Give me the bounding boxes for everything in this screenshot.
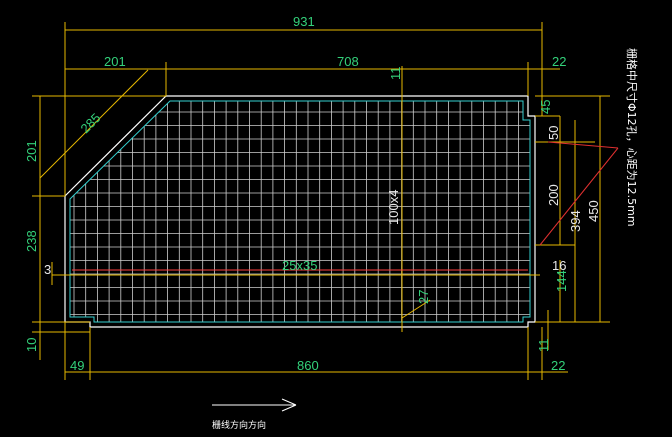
panel-inner-outline bbox=[69, 100, 531, 323]
dim-right-bottom: 144 bbox=[554, 270, 569, 292]
dim-right-total-height: 450 bbox=[586, 200, 601, 222]
right-dimension-lines bbox=[535, 95, 610, 350]
dim-right-inner-height: 394 bbox=[568, 210, 583, 232]
panel-outline bbox=[64, 95, 536, 328]
dim-top-left: 201 bbox=[104, 54, 126, 69]
hole-note-leaders bbox=[539, 141, 619, 246]
dim-chamfer: 285 bbox=[78, 110, 104, 136]
dim-right-lower: 16 bbox=[552, 258, 566, 273]
left-dimension-lines bbox=[32, 69, 166, 360]
dim-right-hole-upper: 50 bbox=[546, 126, 561, 140]
direction-arrow bbox=[212, 398, 297, 412]
dim-bottom-middle: 860 bbox=[297, 358, 319, 373]
vertical-pitch-label: 100x4 bbox=[386, 190, 401, 225]
dim-left-bottom: 10 bbox=[24, 338, 39, 352]
dim-left-upper: 201 bbox=[24, 140, 39, 162]
dim-overall-width: 931 bbox=[293, 14, 315, 29]
bottom-dimension-lines bbox=[64, 322, 568, 380]
dim-left-lower: 238 bbox=[24, 230, 39, 252]
dim-right-top: 45 bbox=[538, 100, 553, 114]
dim-bottom-left: 49 bbox=[70, 358, 84, 373]
dim-top-edge-gap: 11 bbox=[388, 67, 403, 81]
dim-top-middle: 708 bbox=[337, 54, 359, 69]
dim-bottom-corner: 27 bbox=[416, 290, 431, 304]
dim-bottom-right: 22 bbox=[551, 358, 565, 373]
bottom-note: 栅线方向方向 bbox=[212, 419, 266, 431]
corner-leader bbox=[401, 299, 431, 319]
top-dimension-lines bbox=[64, 22, 560, 196]
mesh-size-label: 25x35 bbox=[282, 258, 317, 273]
dim-bottom-right-gap: 11 bbox=[536, 339, 551, 353]
dim-left-inner: 3 bbox=[44, 262, 51, 277]
dim-right-hole-span: 200 bbox=[546, 184, 561, 206]
side-note: 栅格中尺寸Φ12孔，心距为12.5mm bbox=[625, 48, 639, 227]
dim-top-right: 22 bbox=[552, 54, 566, 69]
